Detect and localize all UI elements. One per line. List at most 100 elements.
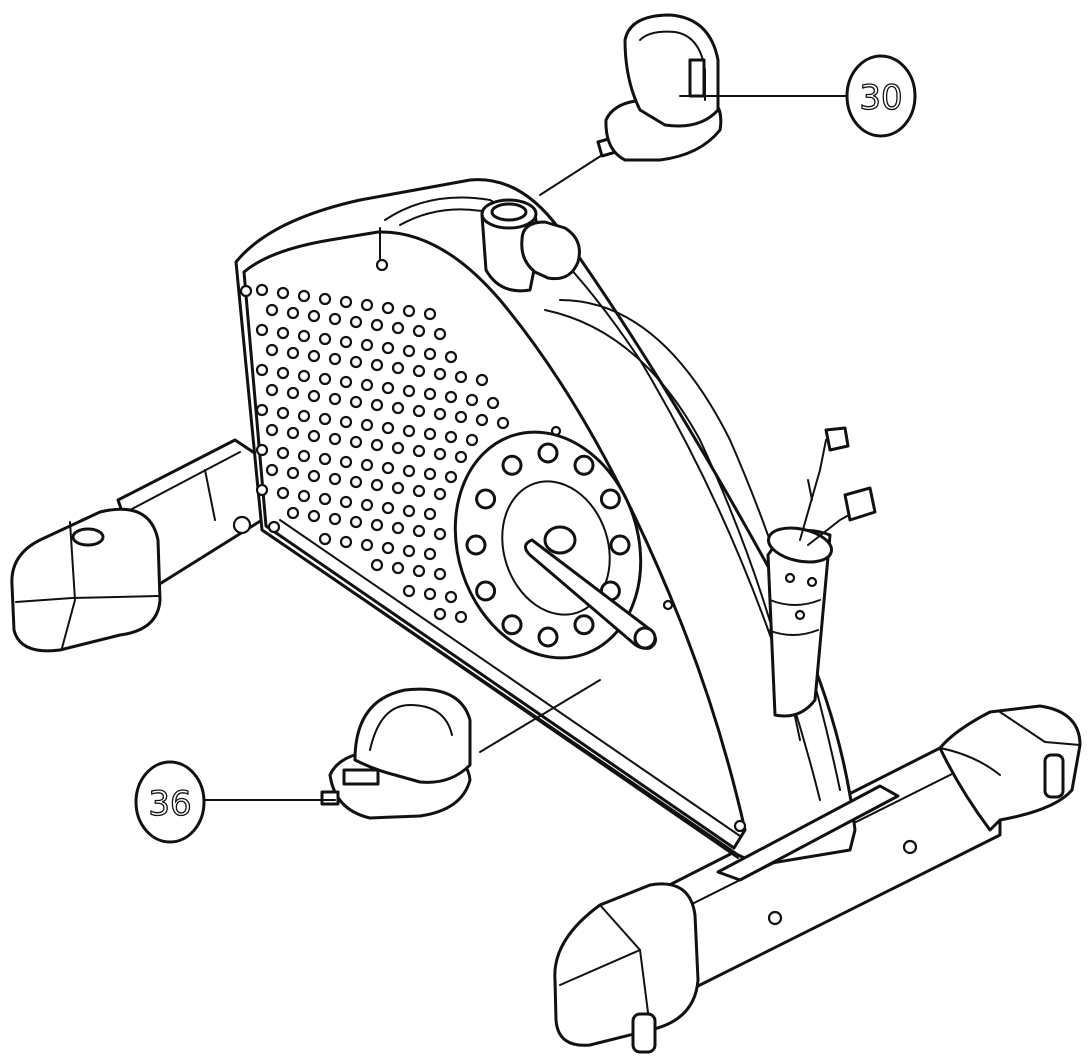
vent-hole bbox=[402, 584, 416, 598]
vent-hole bbox=[381, 461, 395, 475]
vent-hole bbox=[475, 413, 489, 427]
vent-hole bbox=[318, 372, 332, 386]
vent-hole bbox=[339, 535, 353, 549]
vent-hole bbox=[339, 455, 353, 469]
vent-hole bbox=[255, 323, 269, 337]
front-wheel-left bbox=[631, 1012, 657, 1054]
vent-hole bbox=[307, 429, 321, 443]
vent-hole bbox=[412, 484, 426, 498]
vent-hole bbox=[286, 426, 300, 440]
disc-bolt bbox=[599, 488, 621, 510]
disc-bolt bbox=[501, 454, 523, 476]
vent-hole bbox=[402, 344, 416, 358]
front-end-cap-right bbox=[938, 704, 1082, 832]
callout-30-label: 30 bbox=[859, 78, 902, 118]
vent-hole bbox=[391, 481, 405, 495]
vent-hole bbox=[496, 416, 510, 430]
vent-hole bbox=[412, 564, 426, 578]
vent-hole bbox=[423, 347, 437, 361]
vent-hole bbox=[307, 309, 321, 323]
vent-hole bbox=[402, 504, 416, 518]
callout-36: 36 bbox=[134, 760, 336, 844]
vent-hole bbox=[255, 443, 269, 457]
vent-hole bbox=[265, 423, 279, 437]
upright-tube bbox=[766, 426, 877, 718]
rear-stabilizer bbox=[10, 438, 264, 653]
vent-hole bbox=[475, 373, 489, 387]
vent-hole bbox=[328, 472, 342, 486]
vent-hole bbox=[412, 524, 426, 538]
vent-hole bbox=[349, 435, 363, 449]
vent-hole bbox=[318, 332, 332, 346]
vent-hole bbox=[276, 326, 290, 340]
vent-hole bbox=[318, 412, 332, 426]
vent-hole bbox=[318, 532, 332, 546]
vent-hole bbox=[423, 387, 437, 401]
vent-hole bbox=[265, 343, 279, 357]
vent-hole bbox=[370, 478, 384, 492]
sensor-plug bbox=[843, 486, 877, 522]
disc-bolt bbox=[573, 614, 595, 636]
vent-hole bbox=[318, 292, 332, 306]
rear-end-cap-left bbox=[10, 507, 162, 653]
vent-hole bbox=[402, 424, 416, 438]
vent-hole bbox=[402, 384, 416, 398]
vent-hole bbox=[381, 541, 395, 555]
strap-buckle-right bbox=[688, 58, 706, 98]
callout-30-circle bbox=[845, 54, 917, 138]
vent-hole bbox=[412, 364, 426, 378]
vent-hole bbox=[423, 307, 437, 321]
vent-hole bbox=[265, 463, 279, 477]
vent-hole bbox=[433, 607, 447, 621]
vent-hole bbox=[360, 498, 374, 512]
vent-hole bbox=[349, 515, 363, 529]
vent-hole bbox=[339, 495, 353, 509]
vent-hole bbox=[286, 506, 300, 520]
disc-bolt bbox=[475, 580, 497, 602]
vent-hole bbox=[360, 418, 374, 432]
vent-hole bbox=[297, 449, 311, 463]
disc-bolt bbox=[537, 626, 559, 648]
vent-hole bbox=[402, 464, 416, 478]
vent-hole bbox=[433, 527, 447, 541]
callout-30: 30 bbox=[679, 54, 917, 138]
vent-hole bbox=[307, 509, 321, 523]
vent-hole bbox=[328, 432, 342, 446]
callout-36-label: 36 bbox=[148, 784, 191, 824]
vent-hole bbox=[360, 458, 374, 472]
vent-hole bbox=[307, 469, 321, 483]
vent-hole bbox=[486, 396, 500, 410]
vent-hole bbox=[349, 315, 363, 329]
vent-hole bbox=[454, 450, 468, 464]
vent-hole bbox=[328, 312, 342, 326]
vent-hole bbox=[339, 335, 353, 349]
vent-hole bbox=[318, 492, 332, 506]
vent-hole bbox=[318, 452, 332, 466]
vent-hole bbox=[381, 381, 395, 395]
vent-hole bbox=[433, 487, 447, 501]
vent-hole bbox=[255, 363, 269, 377]
vent-hole bbox=[265, 303, 279, 317]
rear-leveler bbox=[71, 527, 105, 547]
vent-hole bbox=[349, 395, 363, 409]
vent-hole bbox=[360, 378, 374, 392]
vent-hole bbox=[370, 518, 384, 532]
base-plate bbox=[716, 784, 900, 882]
vent-hole bbox=[433, 367, 447, 381]
disc-bolt bbox=[501, 614, 523, 636]
vent-hole bbox=[339, 415, 353, 429]
vent-hole bbox=[286, 466, 300, 480]
tension-knob bbox=[480, 198, 581, 293]
vent-hole bbox=[255, 403, 269, 417]
vent-hole bbox=[328, 512, 342, 526]
vent-hole bbox=[391, 321, 405, 335]
vent-hole bbox=[276, 366, 290, 380]
vent-hole bbox=[370, 358, 384, 372]
vent-hole bbox=[412, 444, 426, 458]
vent-hole bbox=[381, 421, 395, 435]
vent-hole bbox=[328, 352, 342, 366]
disc-bolt bbox=[609, 534, 631, 556]
vent-hole bbox=[360, 338, 374, 352]
